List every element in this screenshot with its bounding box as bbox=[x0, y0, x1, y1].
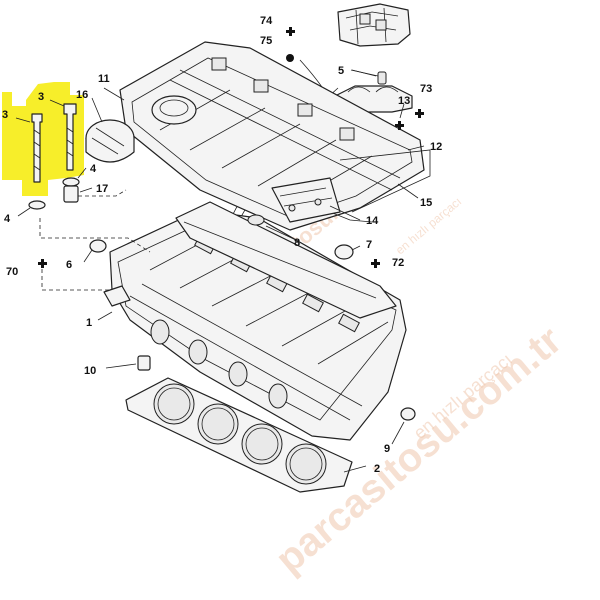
leader-lines bbox=[15, 69, 425, 473]
label-4-upper: 4 bbox=[90, 163, 97, 175]
label-15: 15 bbox=[420, 197, 432, 209]
head-gasket bbox=[125, 377, 353, 493]
label-3-left: 3 bbox=[2, 109, 8, 121]
filler-cap bbox=[85, 97, 135, 163]
label-73: 73 bbox=[420, 83, 432, 95]
label-9: 9 bbox=[384, 443, 390, 455]
label-3-right: 3 bbox=[38, 91, 44, 103]
label-17: 17 bbox=[96, 183, 108, 195]
label-74: 74 bbox=[260, 15, 273, 27]
label-70: 70 bbox=[6, 266, 18, 278]
label-4-lower: 4 bbox=[4, 213, 11, 225]
part-labels: 3 3 4 4 17 16 11 74 75 5 73 13 12 15 14 … bbox=[2, 15, 442, 475]
label-11: 11 bbox=[98, 73, 110, 85]
label-75: 75 bbox=[260, 35, 272, 47]
label-1: 1 bbox=[86, 317, 92, 329]
label-2: 2 bbox=[374, 463, 380, 475]
label-16: 16 bbox=[76, 89, 88, 101]
small-parts bbox=[28, 54, 416, 421]
label-7: 7 bbox=[366, 239, 372, 251]
label-13: 13 bbox=[398, 95, 410, 107]
label-5: 5 bbox=[338, 65, 344, 77]
label-72: 72 bbox=[392, 257, 404, 269]
cylinder-head bbox=[103, 201, 407, 441]
label-8: 8 bbox=[294, 237, 300, 249]
cross-markers bbox=[38, 27, 424, 268]
label-10: 10 bbox=[84, 365, 96, 377]
valve-cover bbox=[119, 41, 431, 231]
label-6: 6 bbox=[66, 259, 72, 271]
label-14: 14 bbox=[366, 215, 379, 227]
inset-detail bbox=[334, 3, 413, 113]
label-12: 12 bbox=[430, 141, 442, 153]
